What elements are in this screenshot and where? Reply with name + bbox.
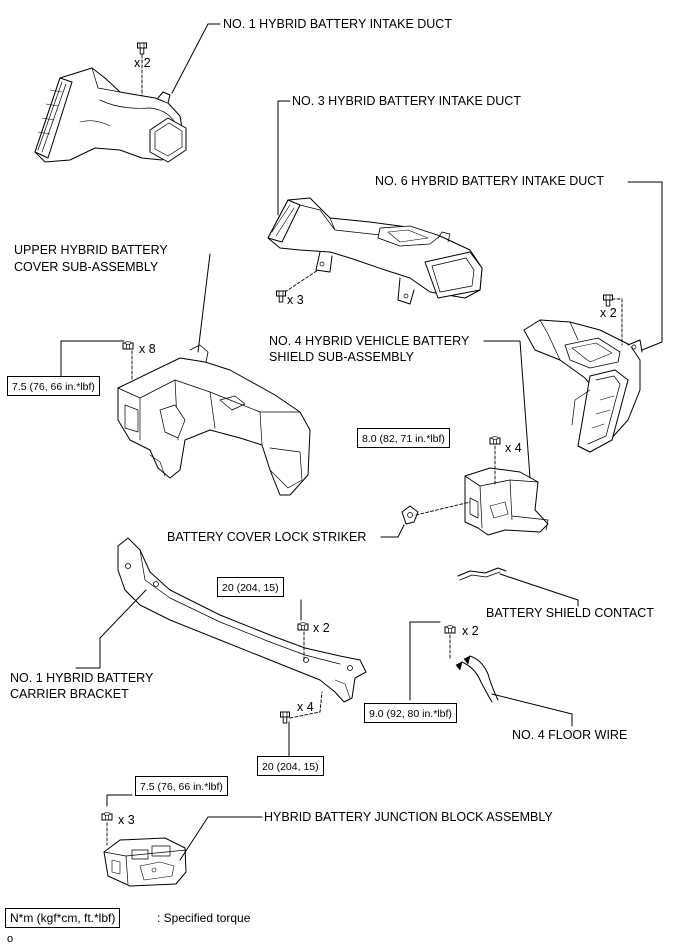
label-junction-block: HYBRID BATTERY JUNCTION BLOCK ASSEMBLY <box>264 810 553 824</box>
torque-no4-shield: 8.0 (82, 71 in.*lbf) <box>357 428 450 448</box>
fastener-path <box>415 501 471 516</box>
leader-line <box>499 573 579 607</box>
lock-striker-drawing <box>401 505 419 525</box>
torque-bracket-bolt: 20 (204, 15) <box>257 756 324 776</box>
no4-shield-drawing <box>464 467 549 536</box>
floor-wire-drawing <box>455 655 499 703</box>
fastener-path <box>289 691 323 719</box>
leader-line <box>197 253 211 353</box>
figure-id: o <box>7 933 14 945</box>
leader-line <box>106 794 133 807</box>
label-upper-cover-line1: UPPER HYBRID BATTERY <box>14 243 168 257</box>
torque-bracket-nut: 20 (204, 15) <box>217 577 284 597</box>
torque-junction-block: 7.5 (76, 66 in.*lbf) <box>135 776 228 796</box>
torque-floor-wire: 9.0 (92, 80 in.*lbf) <box>364 703 457 723</box>
label-lock-striker: BATTERY COVER LOCK STRIKER <box>167 530 367 544</box>
leader-line <box>171 23 221 94</box>
bolt-icon <box>276 290 286 303</box>
label-carrier-bracket-line1: NO. 1 HYBRID BATTERY <box>10 671 154 685</box>
label-no6-intake-duct: NO. 6 HYBRID BATTERY INTAKE DUCT <box>375 174 604 188</box>
multiplier-no3-duct: x 3 <box>287 293 304 307</box>
label-upper-cover-line2: COVER SUB-ASSEMBLY <box>14 260 159 274</box>
multiplier-junction-block: x 3 <box>118 813 135 827</box>
upper-cover-drawing <box>117 344 311 496</box>
multiplier-floor-wire: x 2 <box>462 624 479 638</box>
label-no3-intake-duct: NO. 3 HYBRID BATTERY INTAKE DUCT <box>292 94 521 108</box>
leader-line <box>627 181 663 351</box>
label-carrier-bracket-line2: CARRIER BRACKET <box>10 687 129 701</box>
label-no4-shield-line2: SHIELD SUB-ASSEMBLY <box>269 350 414 364</box>
bolt-icon <box>603 294 613 307</box>
nut-icon <box>297 622 309 631</box>
multiplier-no4-shield: x 4 <box>505 441 522 455</box>
label-no1-intake-duct: NO. 1 HYBRID BATTERY INTAKE DUCT <box>223 17 452 31</box>
nut-icon <box>489 436 501 445</box>
nut-icon <box>444 625 456 634</box>
fastener-path <box>284 269 319 293</box>
multiplier-bracket-bolt: x 4 <box>297 700 314 714</box>
multiplier-no6-duct: x 2 <box>600 306 617 320</box>
nut-icon <box>122 341 134 350</box>
leader-line <box>277 100 291 216</box>
multiplier-no1-duct: x 2 <box>134 56 151 70</box>
leader-line <box>60 340 125 377</box>
legend-unit-box: N*m (kgf*cm, ft.*lbf) <box>5 908 121 928</box>
junction-block-drawing <box>103 837 187 887</box>
leader-line <box>380 524 405 538</box>
leader-line <box>75 589 147 669</box>
nut-icon <box>101 812 113 821</box>
leader-line <box>491 693 573 727</box>
bolt-icon <box>137 42 147 55</box>
multiplier-upper-cover: x 8 <box>139 342 156 356</box>
label-no4-shield-line1: NO. 4 HYBRID VEHICLE BATTERY <box>269 334 470 348</box>
legend-description: : Specified torque <box>157 911 251 925</box>
fastener-path <box>611 298 623 346</box>
label-shield-contact: BATTERY SHIELD CONTACT <box>486 606 654 620</box>
carrier-bracket-drawing <box>117 537 367 703</box>
leader-line <box>409 621 441 701</box>
no1-intake-duct-drawing <box>34 67 187 163</box>
multiplier-bracket-nut: x 2 <box>313 621 330 635</box>
bolt-icon <box>280 711 290 724</box>
leader-line <box>483 340 531 479</box>
leader-line <box>179 816 263 861</box>
no6-intake-duct-drawing <box>523 319 643 453</box>
shield-contact-drawing <box>457 567 507 581</box>
label-floor-wire: NO. 4 FLOOR WIRE <box>512 728 628 742</box>
torque-upper-cover: 7.5 (76, 66 in.*lbf) <box>7 376 100 396</box>
no3-intake-duct-drawing <box>267 197 483 305</box>
